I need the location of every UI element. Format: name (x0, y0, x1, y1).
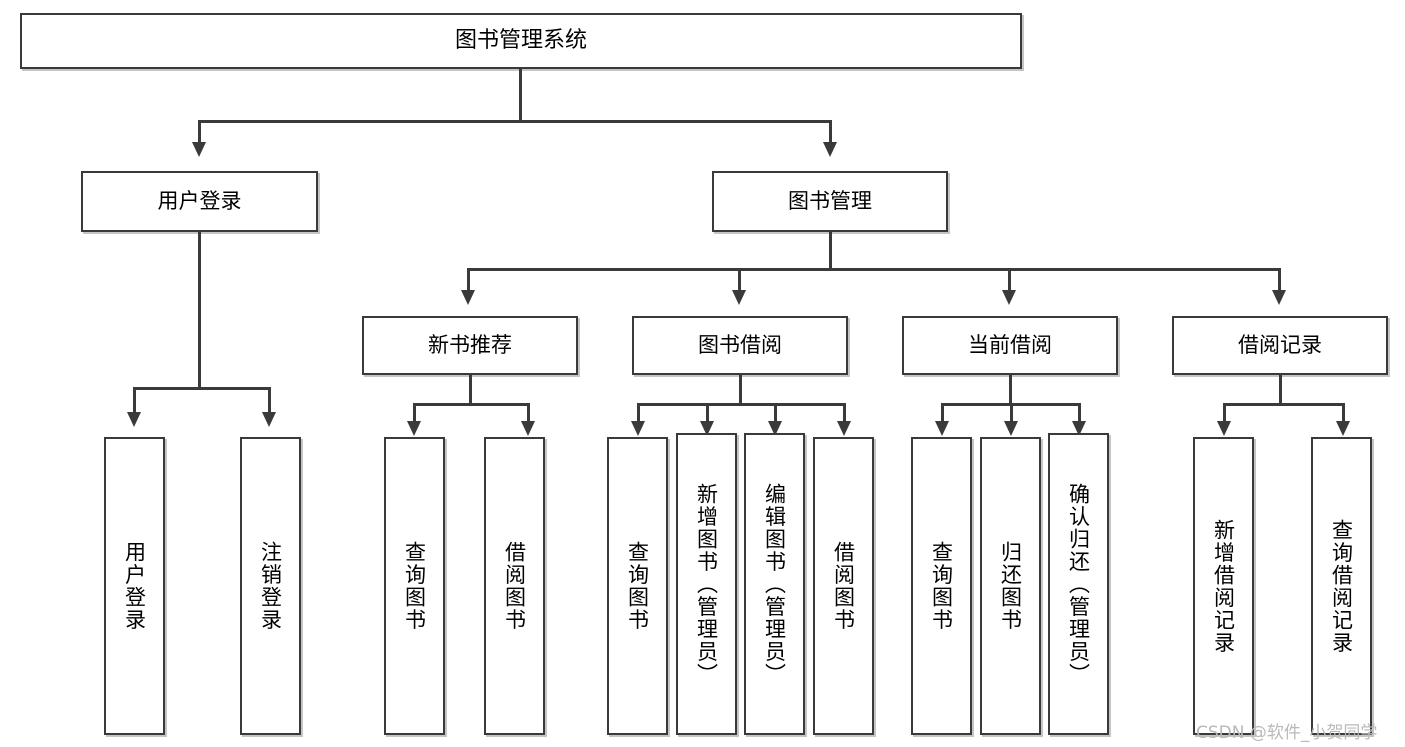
arrow-to-new-book-recommend (461, 290, 475, 305)
arrow-to-current-borrow (1002, 290, 1016, 305)
node-leaf-edit-book[interactable]: 编辑图书（管理员） (744, 433, 805, 735)
arrow-to-book-manage (823, 142, 837, 157)
wire-book-manage-bus (467, 268, 1281, 271)
arrow-to-leaf-edit-book (768, 421, 782, 436)
arrow-to-borrow-record (1272, 290, 1286, 305)
wire-bm-drop-2 (738, 268, 741, 292)
wire-root-drop-right (829, 120, 832, 145)
node-current-borrow[interactable]: 当前借阅 (902, 316, 1118, 375)
arrow-to-leaf-query-record (1336, 421, 1350, 436)
node-leaf-add-book-label: 新增图书（管理员） (694, 482, 719, 686)
node-leaf-query-book-2[interactable]: 查询图书 (607, 437, 668, 735)
arrow-to-leaf-query-book-1 (407, 421, 421, 436)
wire-br-drop-1 (1223, 403, 1226, 423)
node-leaf-query-book-1[interactable]: 查询图书 (384, 437, 445, 735)
wire-br-drop-2 (1342, 403, 1345, 423)
node-borrow-record[interactable]: 借阅记录 (1172, 316, 1388, 375)
wire-cb-bus (941, 403, 1078, 406)
wire-bm-drop-1 (467, 268, 470, 292)
wire-bb-drop-4 (843, 403, 846, 423)
node-book-manage[interactable]: 图书管理 (712, 171, 948, 232)
arrow-to-book-borrow (732, 290, 746, 305)
node-book-manage-label: 图书管理 (788, 189, 872, 214)
node-leaf-borrow-book-2[interactable]: 借阅图书 (813, 437, 874, 735)
node-leaf-query-book-1-label: 查询图书 (402, 541, 427, 631)
arrow-to-leaf-return-book (1004, 421, 1018, 436)
wire-bm-drop-4 (1278, 268, 1281, 292)
wire-root-bus (198, 120, 831, 123)
node-book-borrow[interactable]: 图书借阅 (632, 316, 848, 375)
node-leaf-borrow-book-1-label: 借阅图书 (502, 541, 527, 631)
node-user-login[interactable]: 用户登录 (81, 171, 318, 232)
node-leaf-return-book-label: 归还图书 (998, 541, 1023, 631)
wire-bb-stem (739, 375, 742, 405)
wire-root-stem (519, 69, 522, 122)
node-leaf-logout-login-label: 注销登录 (258, 541, 283, 631)
wire-br-stem (1279, 375, 1282, 405)
node-leaf-query-record-label: 查询借阅记录 (1329, 518, 1354, 654)
arrow-to-leaf-query-book-2 (631, 421, 645, 436)
node-new-book-recommend[interactable]: 新书推荐 (362, 316, 578, 375)
wire-user-login-stem (198, 232, 201, 389)
wire-book-manage-stem (829, 232, 832, 270)
arrow-to-leaf-borrow-book-1 (521, 421, 535, 436)
node-new-book-recommend-label: 新书推荐 (428, 333, 512, 358)
arrow-to-leaf-borrow-book-2 (837, 421, 851, 436)
node-leaf-query-book-3[interactable]: 查询图书 (911, 437, 972, 735)
node-leaf-add-record[interactable]: 新增借阅记录 (1193, 437, 1254, 735)
wire-cb-drop-1 (941, 403, 944, 423)
node-borrow-record-label: 借阅记录 (1238, 333, 1322, 358)
arrow-to-leaf-query-book-3 (935, 421, 949, 436)
wire-nbr-drop-1 (413, 403, 416, 423)
node-root-label: 图书管理系统 (454, 28, 587, 54)
wire-cb-stem (1009, 375, 1012, 405)
wire-bb-drop-1 (637, 403, 640, 423)
node-leaf-query-book-2-label: 查询图书 (625, 541, 650, 631)
arrow-to-leaf-add-record (1217, 421, 1231, 436)
node-leaf-add-record-label: 新增借阅记录 (1211, 518, 1236, 654)
node-leaf-query-record[interactable]: 查询借阅记录 (1311, 437, 1372, 735)
wire-bb-bus (637, 403, 843, 406)
node-current-borrow-label: 当前借阅 (968, 333, 1052, 358)
node-leaf-return-book[interactable]: 归还图书 (980, 437, 1041, 735)
node-leaf-user-login[interactable]: 用户登录 (104, 437, 165, 735)
node-leaf-borrow-book-2-label: 借阅图书 (831, 541, 856, 631)
wire-nbr-bus (413, 403, 527, 406)
node-leaf-logout-login[interactable]: 注销登录 (240, 437, 301, 735)
node-leaf-edit-book-label: 编辑图书（管理员） (762, 482, 787, 686)
node-leaf-user-login-label: 用户登录 (122, 541, 147, 631)
wire-root-drop-left (198, 120, 201, 145)
arrow-to-leaf-add-book (700, 421, 714, 436)
node-leaf-confirm-return-label: 确认归还（管理员） (1066, 482, 1091, 686)
wire-cb-drop-3 (1078, 403, 1081, 423)
wire-bb-drop-3 (774, 403, 777, 423)
wire-cb-drop-2 (1010, 403, 1013, 423)
arrow-to-leaf-user-login (127, 412, 141, 427)
wire-bm-drop-3 (1008, 268, 1011, 292)
arrow-to-leaf-confirm-return (1072, 421, 1086, 436)
node-user-login-label: 用户登录 (157, 189, 242, 214)
node-leaf-confirm-return[interactable]: 确认归还（管理员） (1048, 433, 1109, 735)
node-root[interactable]: 图书管理系统 (20, 13, 1022, 69)
arrow-to-user-login (192, 142, 206, 157)
wire-br-bus (1223, 403, 1342, 406)
wire-bb-drop-2 (706, 403, 709, 423)
node-leaf-borrow-book-1[interactable]: 借阅图书 (484, 437, 545, 735)
wire-user-login-drop-1 (133, 387, 136, 415)
arrow-to-leaf-logout-login (262, 412, 276, 427)
node-leaf-query-book-3-label: 查询图书 (929, 541, 954, 631)
node-leaf-add-book[interactable]: 新增图书（管理员） (676, 433, 737, 735)
wire-user-login-drop-2 (268, 387, 271, 415)
wire-user-login-bus (133, 387, 268, 390)
wire-nbr-stem (469, 375, 472, 405)
wire-nbr-drop-2 (527, 403, 530, 423)
node-book-borrow-label: 图书借阅 (698, 333, 782, 358)
